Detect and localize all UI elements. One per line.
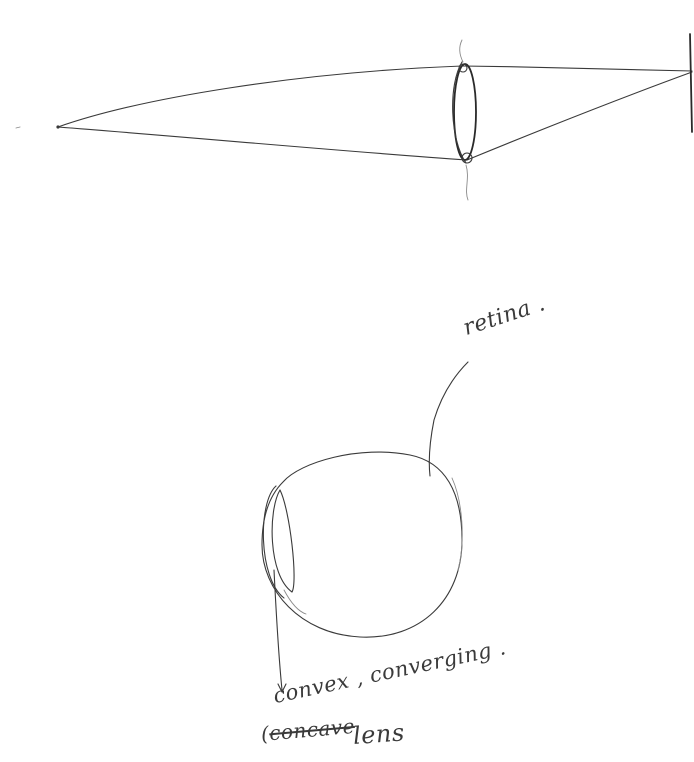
retina-pointer-line: [429, 362, 468, 476]
lens-shading: [284, 590, 306, 614]
lens-axis-top: [460, 40, 463, 62]
eyeball-shadow: [452, 478, 462, 570]
ray-diagram: [16, 34, 692, 200]
eye-sketch: [262, 362, 468, 692]
upper-ray-to-screen: [462, 66, 692, 71]
lens-pointer-line: [274, 570, 282, 690]
lower-ray-to-lens: [58, 127, 467, 160]
cornea-lens-outer: [263, 486, 284, 598]
lens-label: lens: [352, 718, 405, 750]
image-screen: [690, 34, 692, 132]
lens-axis-bottom: [466, 165, 468, 200]
cornea-lens-inner: [272, 490, 294, 592]
stray-mark: [16, 127, 20, 128]
upper-ray-to-lens: [58, 66, 462, 127]
lower-ray-to-screen: [467, 72, 692, 160]
